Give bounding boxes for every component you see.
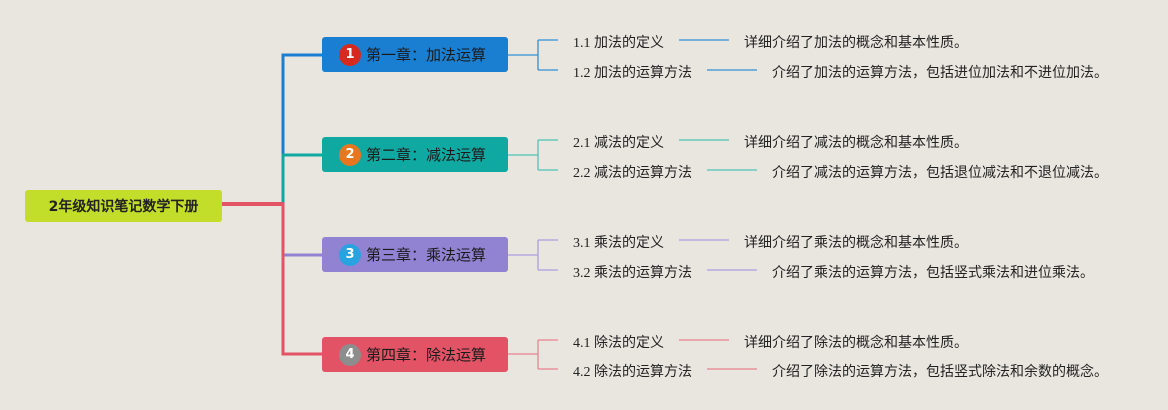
chapter-number-badge-1: 1: [339, 43, 361, 66]
topic-1-1-desc: 详细介绍了加法的概念和基本性质。: [744, 36, 968, 51]
topic-1-2-desc: 介绍了加法的运算方法，包括进位加法和不进位加法。: [772, 66, 1108, 81]
topic-2-1-desc: 详细介绍了减法的概念和基本性质。: [744, 136, 968, 151]
chapter-node-2[interactable]: 2 第二章：减法运算: [322, 137, 508, 172]
topic-1-2-label[interactable]: 1.2 加法的运算方法: [573, 66, 692, 81]
connector-root-ch4: [222, 202, 322, 356]
topic-3-2-desc: 介绍了乘法的运算方法，包括竖式乘法和进位乘法。: [772, 266, 1094, 281]
topic-4-2-label[interactable]: 4.2 除法的运算方法: [573, 365, 692, 380]
connector-root-ch2: [222, 153, 322, 206]
connector-ch3-topics: [508, 239, 558, 271]
chapter-label-3: 第三章：乘法运算: [366, 246, 487, 264]
topic-4-1-label[interactable]: 4.1 除法的定义: [573, 336, 664, 351]
chapter-label-2: 第二章：减法运算: [366, 146, 487, 164]
connector-root-ch3: [222, 202, 322, 257]
chapter-node-4[interactable]: 4 第四章：除法运算: [322, 337, 508, 372]
chapter-number-badge-2: 2: [339, 143, 361, 166]
chapter-label-4: 第四章：除法运算: [366, 346, 487, 364]
chapter-number-badge-4: 4: [339, 343, 361, 366]
root-label: 2年级知识笔记数学下册: [48, 199, 199, 215]
root-node[interactable]: 2年级知识笔记数学下册: [25, 190, 222, 222]
topic-3-1-label[interactable]: 3.1 乘法的定义: [573, 236, 664, 251]
connector-root-ch1: [222, 53, 322, 206]
topic-1-1-label[interactable]: 1.1 加法的定义: [573, 36, 664, 51]
topic-2-2-desc: 介绍了减法的运算方法，包括退位减法和不退位减法。: [772, 166, 1108, 181]
chapter-node-1[interactable]: 1 第一章：加法运算: [322, 37, 508, 72]
topic-4-2-desc: 介绍了除法的运算方法，包括竖式除法和余数的概念。: [772, 365, 1108, 380]
topic-2-2-label[interactable]: 2.2 减法的运算方法: [573, 166, 692, 181]
connector-ch2-topics: [508, 139, 558, 171]
chapter-number-badge-3: 3: [339, 243, 361, 266]
topic-3-1-desc: 详细介绍了乘法的概念和基本性质。: [744, 236, 968, 251]
topic-3-2-label[interactable]: 3.2 乘法的运算方法: [573, 266, 692, 281]
connector-ch1-topics: [508, 39, 558, 71]
topic-4-1-desc: 详细介绍了除法的概念和基本性质。: [744, 336, 968, 351]
chapter-label-1: 第一章：加法运算: [366, 46, 487, 64]
chapter-node-3[interactable]: 3 第三章：乘法运算: [322, 237, 508, 272]
connector-ch4-topics: [508, 339, 558, 370]
topic-2-1-label[interactable]: 2.1 减法的定义: [573, 136, 664, 151]
